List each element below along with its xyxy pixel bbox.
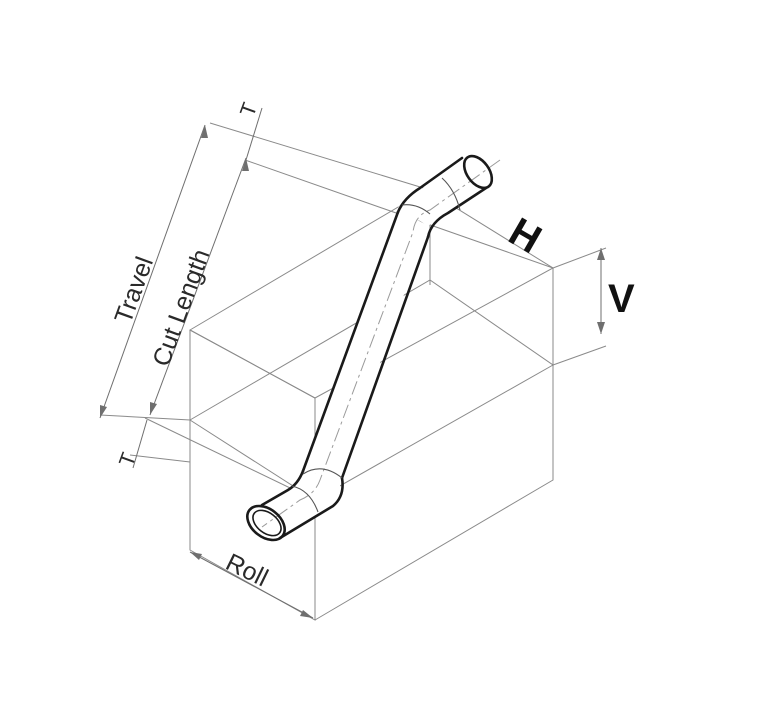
travel-arrow-bottom [100, 405, 107, 418]
v-label: V [608, 277, 635, 321]
travel-label: Travel [109, 253, 159, 327]
top-projection-line [209, 122, 431, 191]
h-label: H [502, 210, 549, 263]
cut-length-arrow-bottom [150, 402, 157, 415]
cut-length-arrow-top [242, 158, 249, 171]
pipe-upper-bend-seam [441, 177, 461, 211]
roll-arrow-left [190, 552, 202, 560]
t-bottom-dimension-line [132, 419, 148, 469]
pipe-lower-bend-seam [302, 468, 343, 479]
roll-dimension-line [189, 551, 314, 619]
lower-projection-line-3 [129, 454, 191, 463]
t-top-label: T [236, 100, 262, 120]
v-arrow-top [597, 248, 605, 260]
travel-dimension-line [99, 124, 206, 419]
pipe-lower-end-inner [252, 509, 282, 537]
roll-arrow-right [300, 610, 313, 618]
v-arrow-bottom [597, 322, 605, 334]
pipe-upper-end-cap [462, 154, 494, 190]
box-right-face [314, 268, 554, 621]
pipe-lower-bend-outline [260, 469, 305, 507]
pipe-lower-bend-outline-2 [278, 476, 344, 540]
lower-projection-line-2 [99, 414, 191, 421]
t-top-dimension-line [245, 107, 263, 161]
pipe-main-outline-left [301, 210, 400, 473]
pipe-lower-bend-seam-2 [291, 485, 319, 513]
pipe [246, 154, 501, 545]
cut-length-dimension-line [149, 157, 247, 416]
v-reference-line-bottom [552, 345, 607, 366]
pipe-upper-end-outline-top [396, 156, 464, 214]
lower-projection-line-1 [144, 417, 316, 501]
roll-label: Roll [221, 548, 272, 592]
pipe-main-outline-right [340, 235, 430, 480]
pipe-lower-end-fill [254, 470, 340, 545]
dimension-lines [99, 107, 605, 619]
pipe-centerline [261, 159, 501, 528]
pipe-upper-end-fill [398, 160, 482, 226]
pipe-upper-bend-seam-2 [401, 204, 431, 215]
v-reference-line-top [552, 247, 607, 269]
pipe-main-fill [304, 210, 428, 480]
travel-arrow-top [201, 125, 208, 138]
pipe-upper-end-outline-bottom [426, 186, 488, 239]
pipe-lower-end-cap [246, 504, 286, 542]
